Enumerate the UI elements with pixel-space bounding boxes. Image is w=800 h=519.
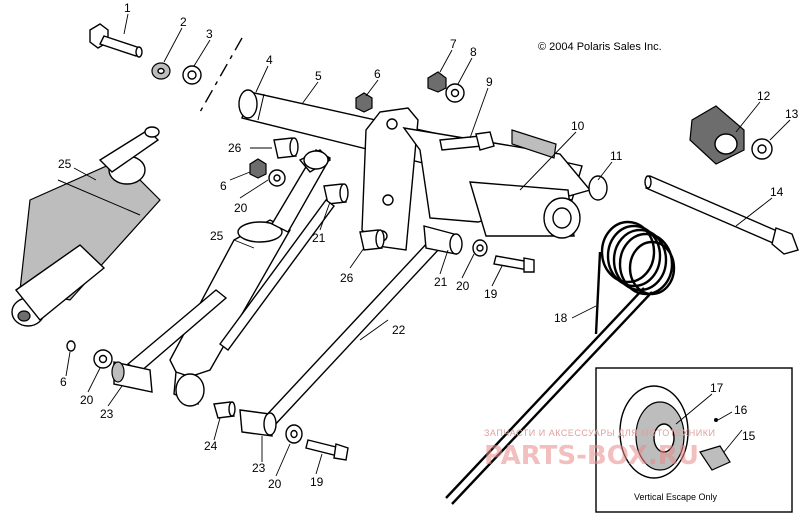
part-8-washer	[445, 83, 465, 103]
callout-8: 8	[470, 45, 477, 59]
part-26-bushing-lower	[359, 229, 385, 251]
callout-16: 16	[734, 403, 748, 417]
callout-17: 17	[710, 381, 724, 395]
callout-4: 4	[266, 53, 273, 67]
callout-5: 5	[315, 69, 322, 83]
callout-24: 24	[204, 439, 218, 453]
copyright-text: © 2004 Polaris Sales Inc.	[538, 41, 662, 53]
callout-9: 9	[486, 75, 493, 89]
callout-21-lower: 21	[434, 275, 448, 289]
callout-25-upper: 25	[58, 157, 72, 171]
callout-23-left: 23	[100, 407, 114, 421]
part-20-washer-lower-right	[285, 424, 303, 444]
watermark-large: PARTS-BOX.RU	[484, 441, 699, 471]
part-24-bushing	[213, 401, 236, 419]
callout-6-lower: 6	[60, 375, 67, 389]
part-19-bolt-mid	[493, 255, 535, 273]
callout-13: 13	[785, 107, 799, 121]
callout-20-lower-left: 20	[80, 393, 94, 407]
part-2-washer	[151, 62, 171, 80]
callout-6-top: 6	[374, 67, 381, 81]
callout-7: 7	[450, 37, 457, 51]
callout-3: 3	[206, 27, 213, 41]
leader-lines	[65, 13, 791, 477]
callout-23-right: 23	[252, 461, 266, 475]
callout-1: 1	[124, 1, 131, 15]
inset-caption: Vertical Escape Only	[634, 492, 718, 502]
part-14-long-bolt	[644, 175, 799, 255]
callout-12: 12	[757, 89, 771, 103]
callout-26-upper: 26	[228, 141, 242, 155]
callout-19-lower: 19	[310, 475, 324, 489]
callout-22: 22	[392, 323, 406, 337]
center-line	[199, 37, 243, 113]
callout-10: 10	[571, 119, 585, 133]
part-20-washer-lower-left	[93, 349, 113, 369]
callout-26-lower: 26	[340, 271, 354, 285]
callout-20-lower-right: 20	[268, 477, 282, 491]
part-9-bolt	[439, 131, 495, 151]
part-18-torsion-spring	[445, 220, 676, 505]
callout-18: 18	[554, 311, 568, 325]
callouts: 1 2 3 4 5 6 6 6 7 8 9 10 11 12 13 14 15 …	[58, 1, 799, 491]
part-7-nut	[427, 71, 447, 93]
inset-vertical-escape	[595, 367, 793, 513]
part-25-shock-lower	[169, 149, 332, 407]
part-21-bushing-upper	[219, 183, 349, 351]
callout-2: 2	[180, 15, 187, 29]
part-26-bushing-upper	[273, 137, 299, 159]
callout-19-mid: 19	[484, 287, 498, 301]
callout-11: 11	[610, 149, 623, 163]
watermark-small: ЗАПЧАСТИ И АКСЕССУАРЫ ДЛЯ МОТОТЕХНИКИ	[484, 428, 715, 438]
callout-14: 14	[770, 185, 784, 199]
part-6-nut-top	[355, 92, 373, 113]
part-13-washer	[751, 138, 773, 160]
part-6-nut-left	[249, 158, 267, 179]
callout-20-mid: 20	[456, 279, 470, 293]
part-1-bolt	[89, 23, 143, 58]
part-20-washer-upper	[268, 169, 286, 187]
callout-20-upper: 20	[234, 201, 248, 215]
callout-21-upper: 21	[312, 231, 326, 245]
part-3-washer	[182, 65, 202, 85]
callout-6-left: 6	[220, 179, 227, 193]
part-19-bolt-lower	[305, 439, 349, 461]
part-23-link-left	[111, 289, 228, 393]
part-12-bracket	[689, 105, 745, 165]
part-10-pivot-arm	[402, 127, 608, 239]
part-6-bolt-lower	[66, 340, 76, 352]
part-25-shock-upper	[11, 126, 161, 327]
part-20-washer-mid	[472, 239, 488, 257]
callout-25-lower: 25	[210, 229, 224, 243]
callout-15: 15	[742, 429, 756, 443]
part-22-link-rod	[239, 225, 463, 437]
